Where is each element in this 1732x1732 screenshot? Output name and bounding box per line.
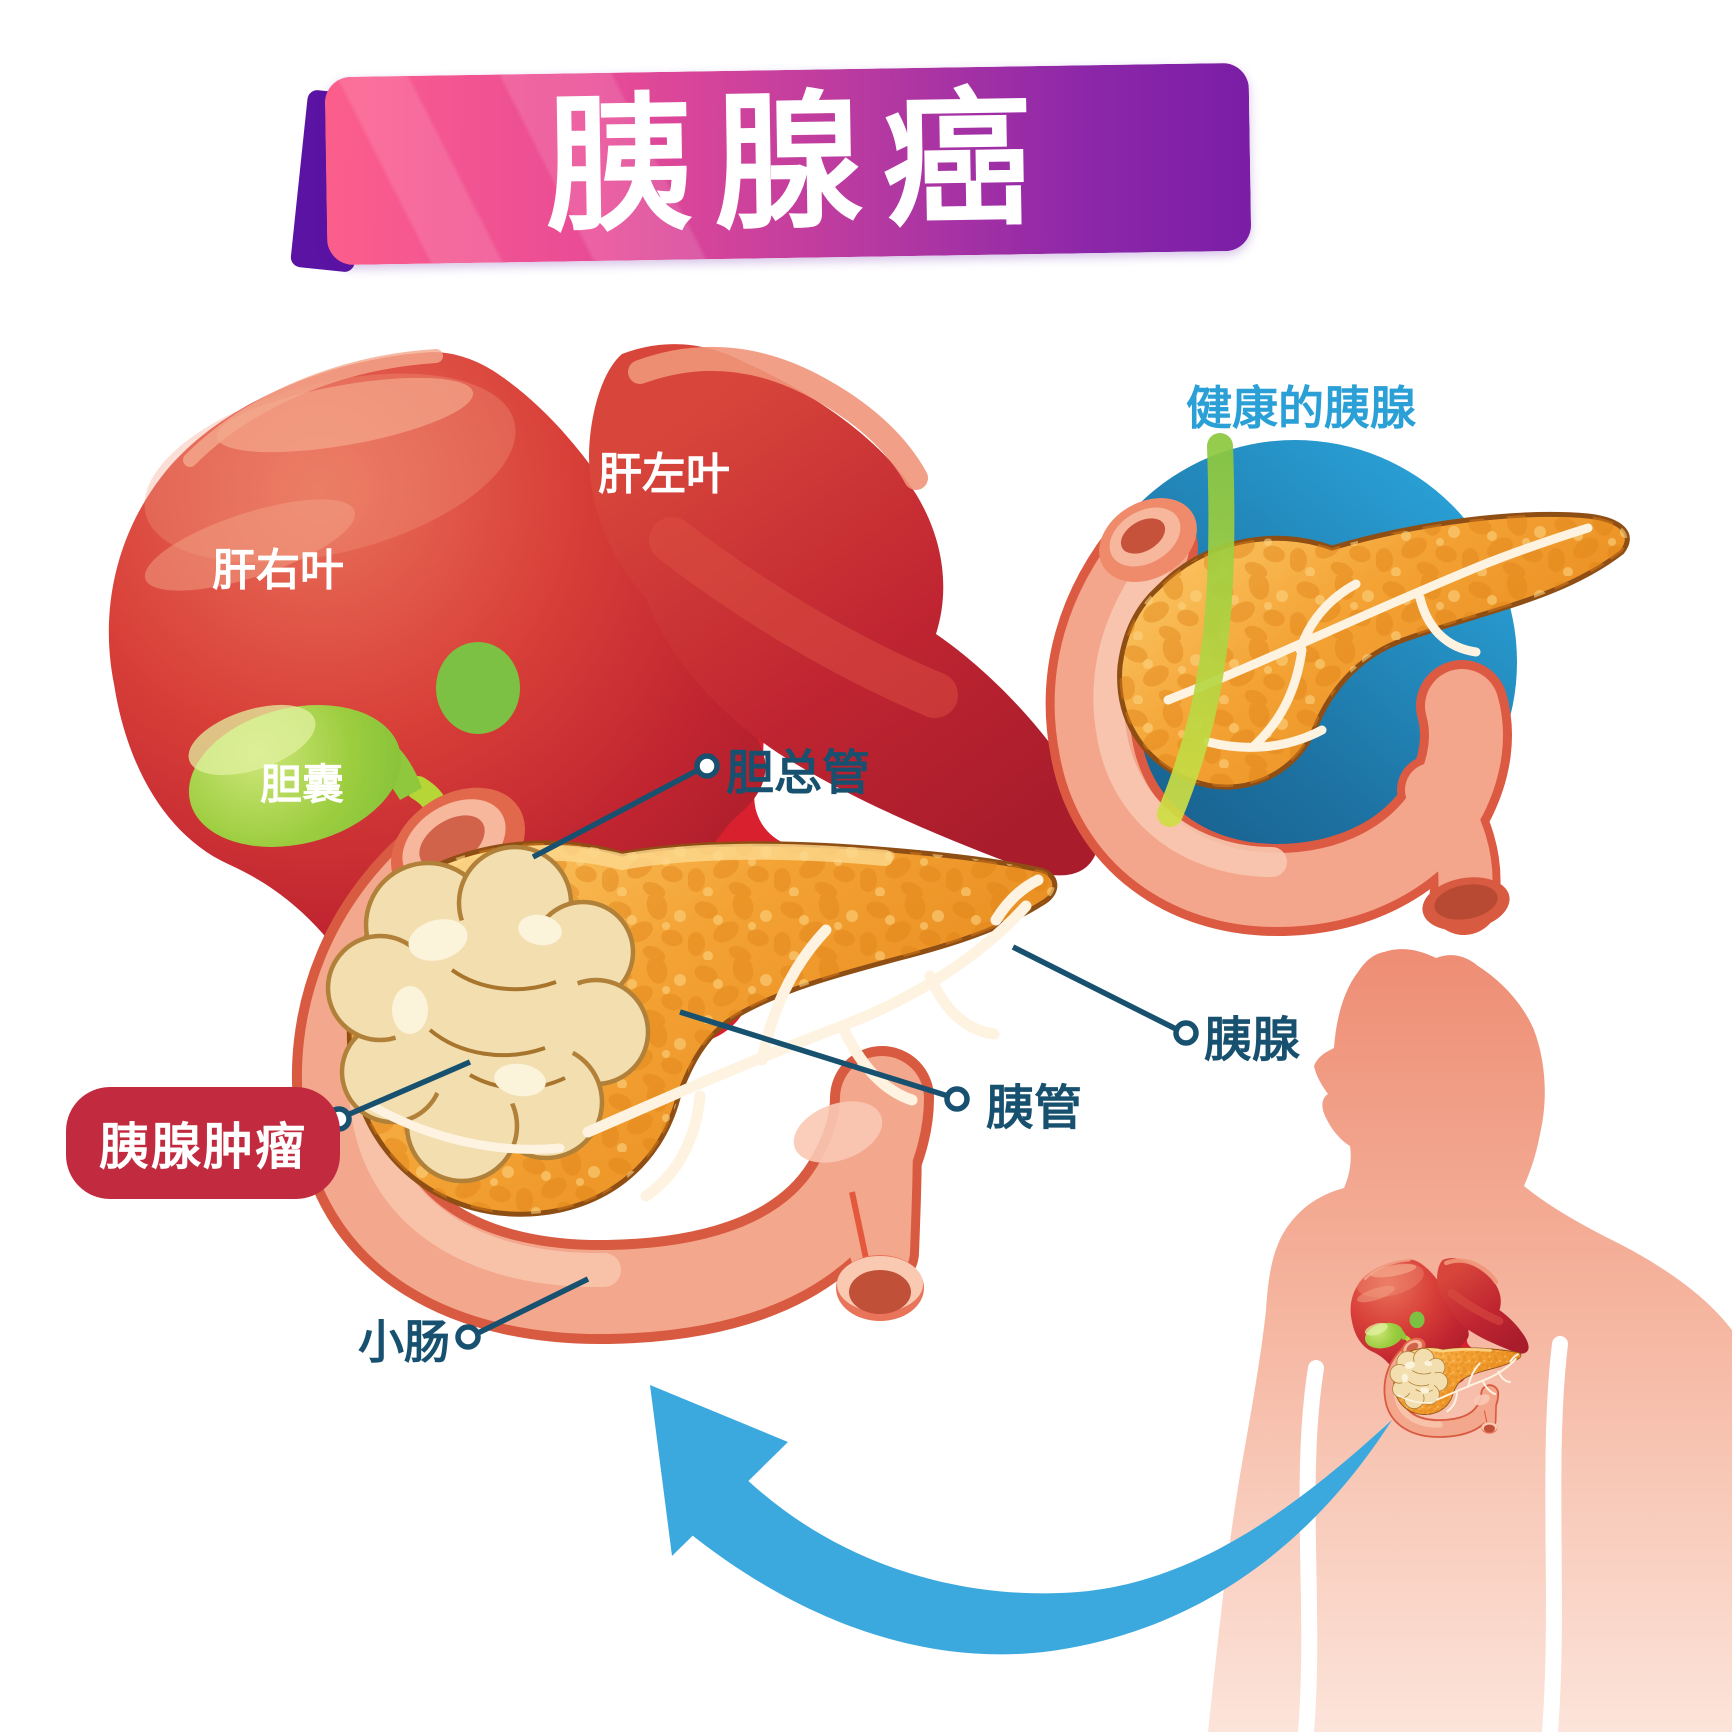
leader-pancreatic-duct — [679, 1009, 970, 1112]
arrowhead — [650, 1385, 788, 1556]
leader-small-intestine — [455, 1276, 590, 1350]
human-silhouette — [1208, 949, 1732, 1732]
label-small-intestine: 小肠 — [358, 1316, 450, 1368]
leader-common-bile-duct — [531, 753, 720, 860]
label-pancreas: 胰腺 — [1204, 1014, 1301, 1067]
leader-pancreas — [1011, 944, 1199, 1046]
healthy-pancreas-inset — [1045, 433, 1630, 937]
label-common-bile-duct: 胆总管 — [726, 747, 871, 800]
pancreas — [325, 840, 1058, 1217]
page-title: 胰腺癌 — [543, 76, 1053, 250]
inset-pancreas — [1117, 433, 1630, 827]
duodenum-lower-opening — [836, 1255, 924, 1321]
tumor-badge-text: 胰腺肿瘤 — [99, 1119, 307, 1175]
tumor — [325, 844, 651, 1184]
label-pancreatic-duct: 胰管 — [986, 1082, 1083, 1135]
inset-pancreatic-ducts — [1163, 523, 1593, 752]
label-gallbladder: 胆囊 — [260, 761, 345, 808]
title-banner: 胰腺癌 — [324, 62, 1252, 266]
inset-bile-duct — [1157, 433, 1235, 827]
liver-left-lobe-shape — [589, 344, 1098, 876]
label-liver-right-lobe: 肝右叶 — [212, 546, 344, 595]
inset-duodenum — [1045, 498, 1512, 937]
blue-arrow — [650, 1385, 1392, 1655]
organ-cluster — [108, 344, 1098, 1345]
label-healthy-pancreas: 健康的胰腺 — [1186, 382, 1416, 434]
tumor-badge: 胰腺肿瘤 — [66, 1087, 340, 1199]
label-liver-left-lobe: 肝左叶 — [598, 450, 730, 499]
